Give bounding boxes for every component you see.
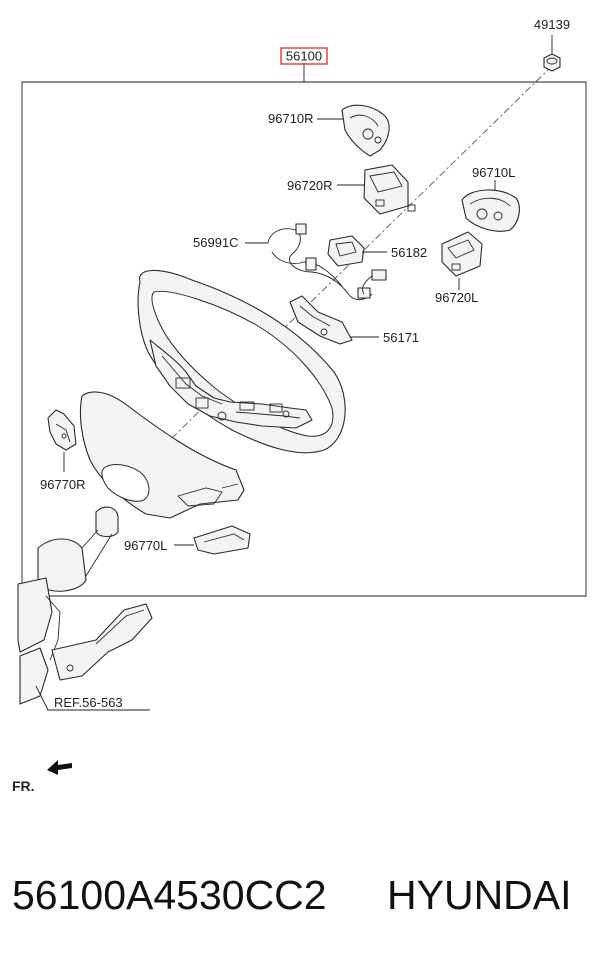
main-part-highlight (280, 47, 328, 65)
leader-ref (35, 685, 150, 711)
steering-wheel-part (137, 269, 346, 454)
wiring-part (267, 223, 387, 301)
label-ref[interactable]: REF.56-563 (54, 695, 123, 710)
label-bracket[interactable]: 56182 (391, 245, 427, 260)
footer-part-number: 56100A4530CC2 (12, 872, 327, 918)
switch-l-lower-part (441, 231, 483, 277)
label-paddle-r[interactable]: 96770R (40, 477, 86, 492)
main-part-label[interactable]: 56100 (286, 49, 322, 64)
label-switch-r-upper[interactable]: 96710R (268, 111, 314, 126)
paddle-l-part (193, 525, 251, 555)
label-switch-r-lower[interactable]: 96720R (287, 178, 333, 193)
switch-r-upper-part (341, 104, 390, 157)
paddle-r-part (47, 409, 77, 451)
label-switch-l-upper[interactable]: 96710L (472, 165, 515, 180)
label-cover[interactable]: 56171 (383, 330, 419, 345)
lower-cover-part (79, 391, 245, 519)
label-paddle-l[interactable]: 96770L (124, 538, 167, 553)
steering-column-part (17, 506, 153, 705)
footer-brand: HYUNDAI (387, 872, 572, 918)
nut-part (543, 53, 561, 72)
bracket-part (327, 235, 365, 267)
label-front: FR. (12, 778, 35, 794)
cover-part (289, 295, 353, 345)
label-nut[interactable]: 49139 (534, 17, 570, 32)
front-arrow-icon (47, 760, 72, 775)
switch-r-lower-part (363, 164, 416, 215)
label-wiring[interactable]: 56991C (193, 235, 239, 250)
assembly-frame (21, 81, 587, 597)
label-switch-l-lower[interactable]: 96720L (435, 290, 478, 305)
switch-l-upper-part (461, 189, 520, 232)
